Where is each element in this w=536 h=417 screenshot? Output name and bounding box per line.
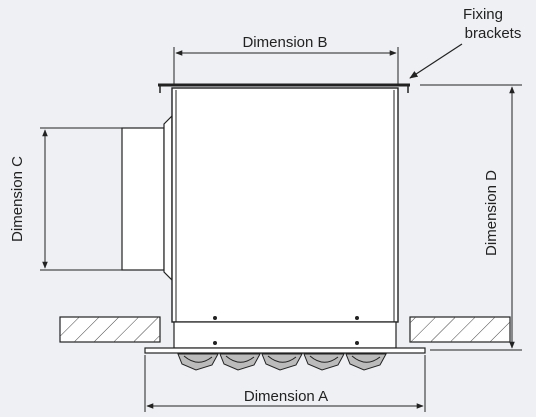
fixing-brackets-label-line1: Fixing: [463, 6, 503, 23]
plenum-box: [144, 83, 426, 354]
diffuser-blade-curve: [309, 355, 339, 363]
dimension-c-label: Dimension C: [9, 156, 26, 242]
dimension-a-line: [144, 355, 426, 412]
fixing-screws: [213, 316, 359, 345]
fixing-brackets-label-line2: brackets: [465, 25, 522, 42]
ceiling-left: [59, 316, 161, 343]
diffuser-blade-curve: [183, 355, 213, 363]
diffuser-blades: [177, 353, 387, 371]
dimension-c-line: [40, 127, 122, 271]
ceiling-right: [409, 316, 511, 343]
side-spigot: [121, 114, 173, 282]
fixing-brackets-arrow: [409, 43, 463, 79]
diffuser-blade-curve: [351, 355, 381, 363]
diffuser-blade-curve: [225, 355, 255, 363]
dimension-d-line: [420, 84, 522, 351]
dimension-b-label: Dimension B: [242, 34, 327, 51]
dimension-d-label: Dimension D: [483, 170, 500, 256]
dimension-a-label: Dimension A: [244, 388, 328, 405]
diffuser-blade-curve: [267, 355, 297, 363]
dimension-b-line: [173, 47, 399, 84]
